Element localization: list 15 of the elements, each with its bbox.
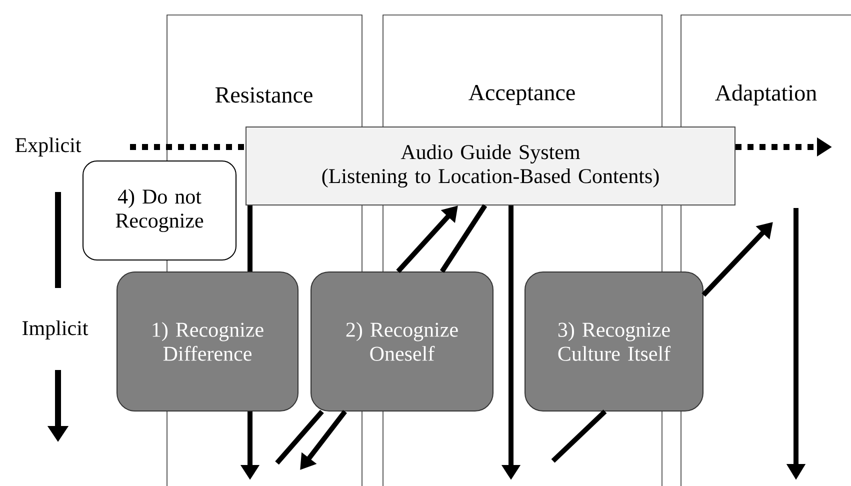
- column-heading: Resistance: [216, 87, 312, 103]
- system-box: Audio Guide System (Listening to Location-Based Contents): [246, 126, 736, 206]
- process-box: 2) Recognize Oneself: [310, 272, 494, 412]
- connector-line: [440, 204, 488, 273]
- process-box: 4) Do not Recognize: [82, 160, 236, 260]
- process-box: 1) Recognize Difference: [116, 272, 298, 412]
- connector-line: [551, 410, 607, 463]
- process-box: 3) Recognize Culture Itself: [524, 272, 704, 412]
- column-heading: Adaptation: [715, 84, 817, 106]
- axis-label: Implicit: [22, 320, 88, 340]
- axis-label: Explicit: [15, 137, 82, 157]
- dotted-line: [130, 144, 246, 150]
- column-heading: Acceptance: [468, 84, 575, 106]
- connector-line: [248, 206, 252, 272]
- connector-line: [275, 410, 324, 465]
